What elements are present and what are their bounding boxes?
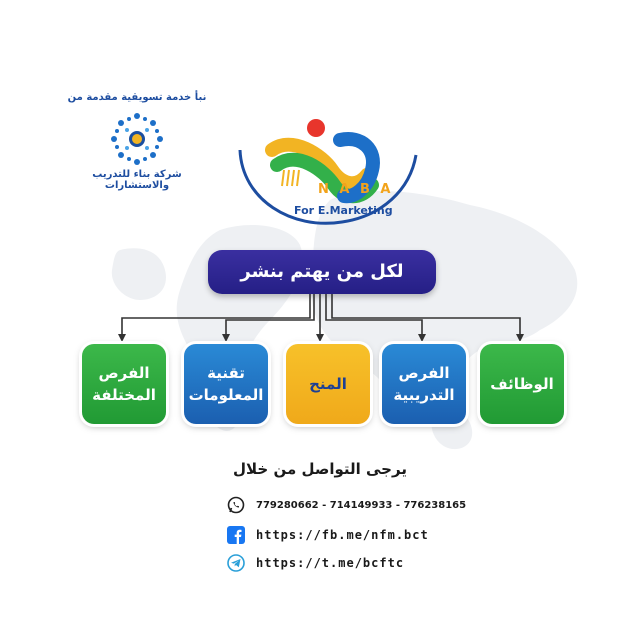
facebook-row: https://fb.me/nfm.bct — [226, 524, 429, 546]
category-card: الوظائف — [480, 344, 564, 424]
category-card: تقنية المعلومات — [184, 344, 268, 424]
company-name: شركة بناء للتدريب والاستشارات — [92, 169, 182, 191]
telegram-row: https://t.me/bcftc — [226, 552, 404, 574]
phone-numbers: 779280662 - 714149933 - 776238165 — [256, 499, 467, 511]
category-label: تقنية المعلومات — [188, 364, 264, 404]
company-block: نبأ خدمة تسويقية مقدمة من شركة بناء للتد… — [62, 92, 212, 191]
facebook-link[interactable]: https://fb.me/nfm.bct — [256, 528, 429, 542]
category-card: المنح — [286, 344, 370, 424]
naba-logo-icon — [238, 119, 418, 225]
category-label: المنح — [309, 375, 347, 393]
facebook-icon — [226, 525, 246, 545]
category-label: الفرص المختلفة — [92, 364, 156, 404]
telegram-link[interactable]: https://t.me/bcftc — [256, 556, 405, 570]
phone-row: 779280662 - 714149933 - 776238165 — [226, 494, 466, 516]
header-title: لكل من يهتم بنشر — [208, 250, 436, 294]
brand-name: N A B A — [318, 182, 394, 197]
whatsapp-icon — [226, 495, 246, 515]
company-logo-icon — [111, 113, 163, 165]
category-card: الفرص التدريبية — [382, 344, 466, 424]
company-tagline: نبأ خدمة تسويقية مقدمة من — [67, 92, 207, 103]
contact-title: يرجى التواصل من خلال — [233, 460, 407, 478]
category-card: الفرص المختلفة — [82, 344, 166, 424]
telegram-icon — [226, 553, 246, 573]
category-label: الفرص التدريبية — [393, 364, 455, 404]
brand-subtitle: For E.Marketing — [294, 204, 393, 217]
category-label: الوظائف — [490, 375, 554, 393]
